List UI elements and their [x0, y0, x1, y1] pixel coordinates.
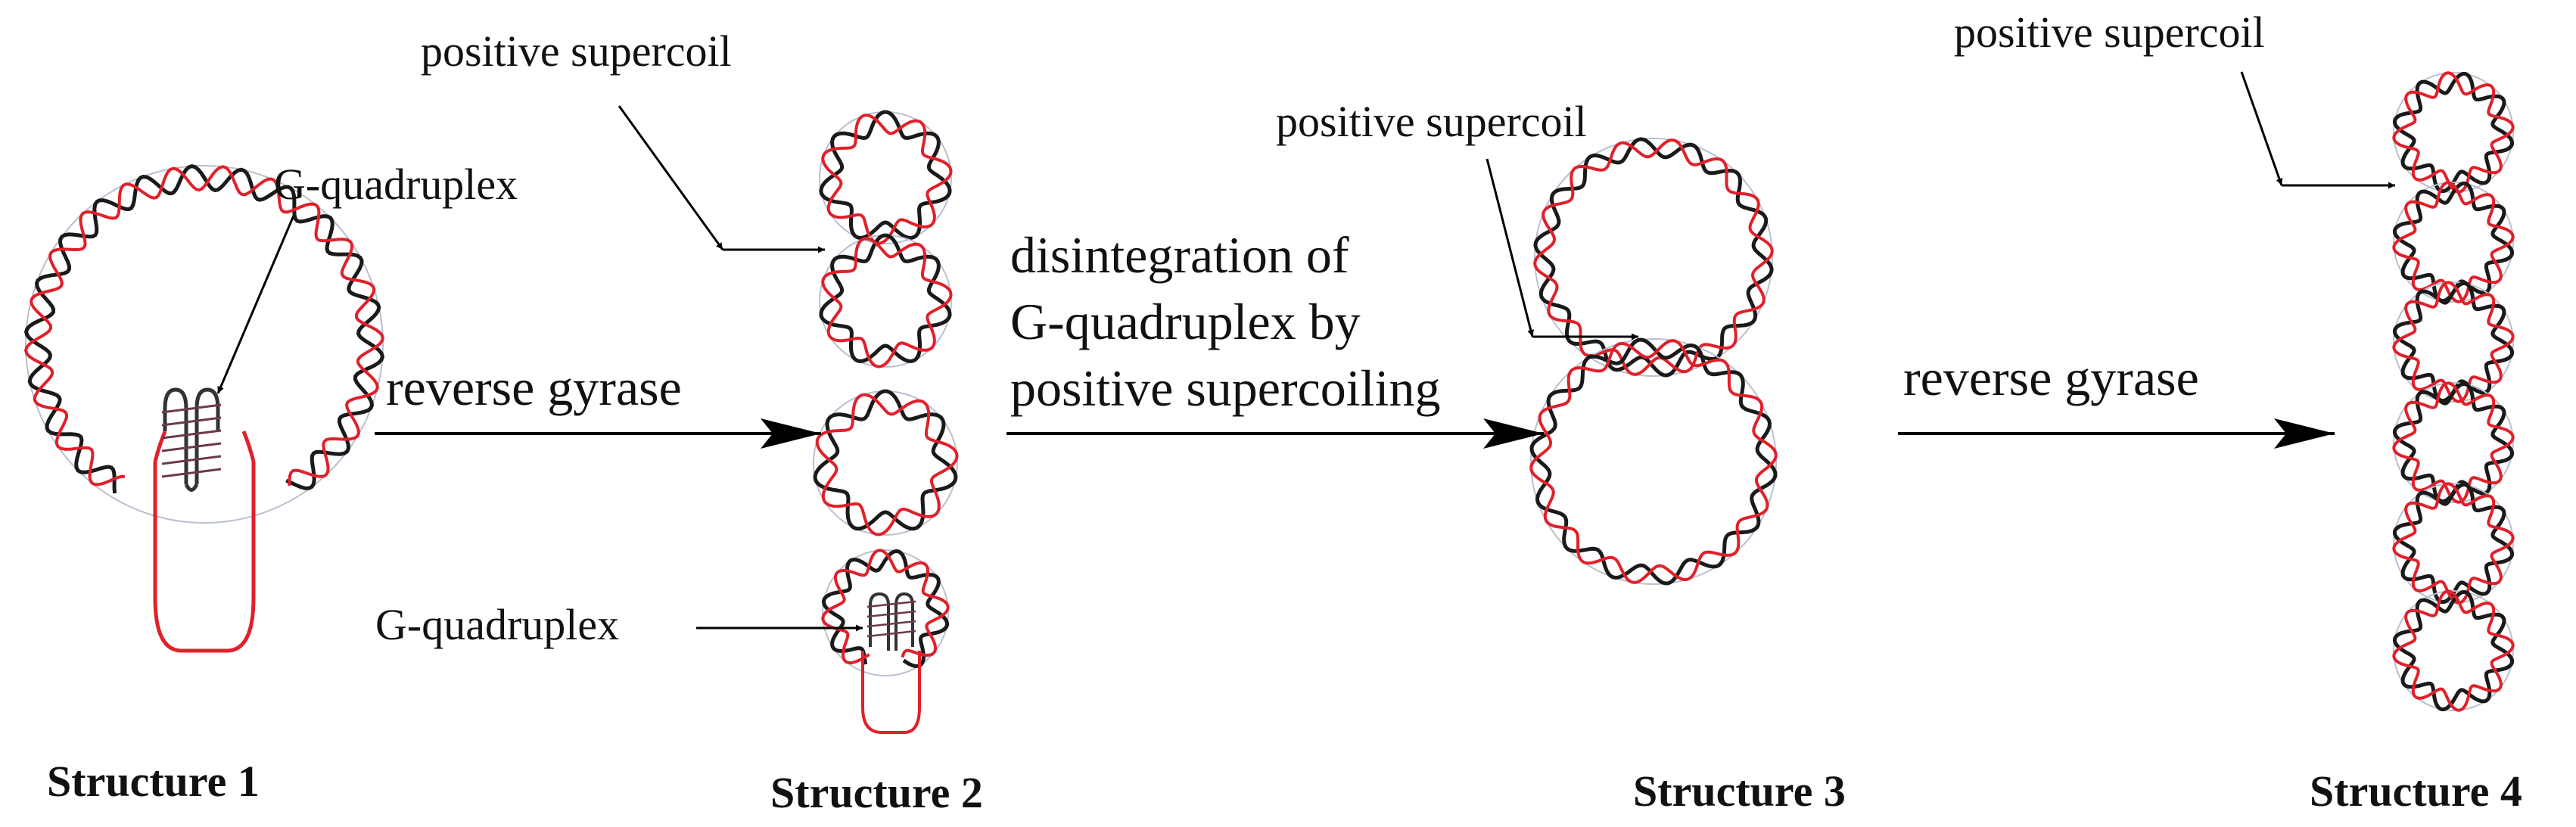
label-supercoil-4: positive supercoil	[1954, 8, 2265, 57]
structure-2-loop-3	[813, 389, 959, 536]
guide-circle	[25, 165, 384, 524]
dna-strand-red	[1533, 138, 1774, 376]
dna-strand-black	[819, 110, 952, 240]
guide-circle	[822, 549, 949, 676]
guide-circle	[2393, 382, 2514, 503]
dna-strand-red	[2392, 281, 2515, 403]
guide-circle	[1534, 138, 1773, 377]
pointer-lines	[216, 71, 2395, 632]
dna-strand-red	[24, 165, 384, 487]
structure-2-loop-1	[819, 110, 953, 245]
dna-strand-red	[2392, 71, 2515, 194]
step-1-label: reverse gyrase	[386, 359, 682, 416]
dna-strand-red	[1529, 339, 1778, 584]
structure-2-loop-2	[819, 233, 953, 368]
pointer-g-quadruplex-1	[216, 215, 295, 394]
caption-structure-4: Structure 4	[2310, 766, 2522, 816]
step-2-line-1: disintegration of	[1010, 226, 1349, 284]
structure-1-loop	[23, 163, 385, 524]
structure-4-loop-1	[2392, 71, 2515, 194]
structure-4-loop-6	[2392, 589, 2515, 712]
dna-strand-red	[821, 549, 950, 665]
structure-2-loop-4	[821, 549, 950, 676]
dna-strand-black	[2392, 589, 2515, 712]
label-g-quadruplex-2: G-quadruplex	[375, 600, 619, 649]
g-quadruplex-1	[161, 387, 222, 492]
structure-2-stem	[861, 651, 921, 734]
guide-circle	[2393, 590, 2514, 711]
pointer-supercoil-4	[2240, 71, 2283, 186]
label-supercoil-2: positive supercoil	[421, 26, 732, 76]
guide-circle	[1530, 338, 1777, 585]
dna-strand-black	[1533, 137, 1774, 378]
pointer-supercoil-2	[618, 105, 724, 250]
label-g-quadruplex-1: G-quadruplex	[274, 160, 518, 209]
step-2-line-2: G-quadruplex by	[1010, 293, 1361, 350]
structure-3-loop-1	[1533, 137, 1774, 378]
structure-3-loop-2	[1529, 337, 1778, 586]
guide-circle	[2393, 281, 2514, 403]
caption-structure-1: Structure 1	[47, 757, 260, 806]
dna-strand-black	[1529, 337, 1778, 586]
dna-strand-black	[819, 233, 952, 363]
dna-loops	[23, 71, 2515, 712]
dna-strand-red	[2392, 589, 2515, 712]
dna-strand-red	[815, 393, 959, 536]
dna-strand-red	[2392, 181, 2515, 303]
pointer-supercoil-3	[1486, 158, 1535, 337]
dna-strand-black	[813, 389, 958, 531]
dna-strand-red	[821, 113, 953, 245]
dna-strand-red	[821, 237, 953, 368]
caption-structure-2: Structure 2	[770, 768, 983, 817]
step-2-line-3: positive supercoiling	[1010, 359, 1440, 417]
step-3-label: reverse gyrase	[1903, 349, 2199, 406]
label-supercoil-3: positive supercoil	[1276, 97, 1587, 146]
dna-strand-black	[23, 163, 385, 494]
structure-1-stem	[153, 431, 256, 653]
caption-structure-3: Structure 3	[1633, 766, 1846, 816]
guide-circle	[2393, 72, 2514, 193]
g-quadruplex-2	[866, 592, 916, 651]
guide-circle	[2393, 182, 2514, 303]
dna-strand-red	[2392, 381, 2515, 504]
